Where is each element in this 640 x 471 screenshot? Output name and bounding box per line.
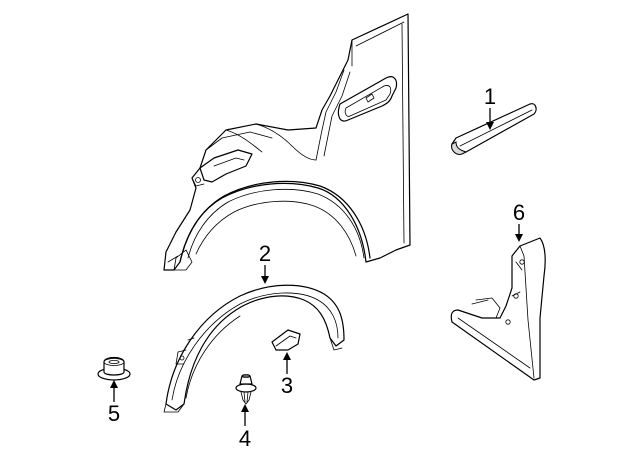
clip-retainer: [271, 329, 301, 351]
callout-number-3: 3: [281, 373, 293, 398]
callout-5: 5: [108, 380, 120, 426]
push-pin-fastener: [235, 373, 257, 405]
callout-2: 2: [259, 241, 271, 284]
callout-3: 3: [281, 352, 293, 398]
callout-4: 4: [239, 404, 251, 451]
fender-panel: [163, 13, 411, 271]
fender-trim-molding: [451, 103, 537, 155]
callout-number-2: 2: [259, 241, 271, 266]
callout-number-6: 6: [513, 200, 525, 225]
callout-6: 6: [513, 200, 525, 242]
callout-number-1: 1: [484, 84, 496, 109]
mud-flap: [450, 237, 546, 381]
grommet: [97, 356, 131, 381]
callout-number-5: 5: [108, 401, 120, 426]
callout-1: 1: [484, 84, 496, 130]
wheel-arch-flare: [163, 284, 345, 413]
callout-number-4: 4: [239, 426, 251, 451]
